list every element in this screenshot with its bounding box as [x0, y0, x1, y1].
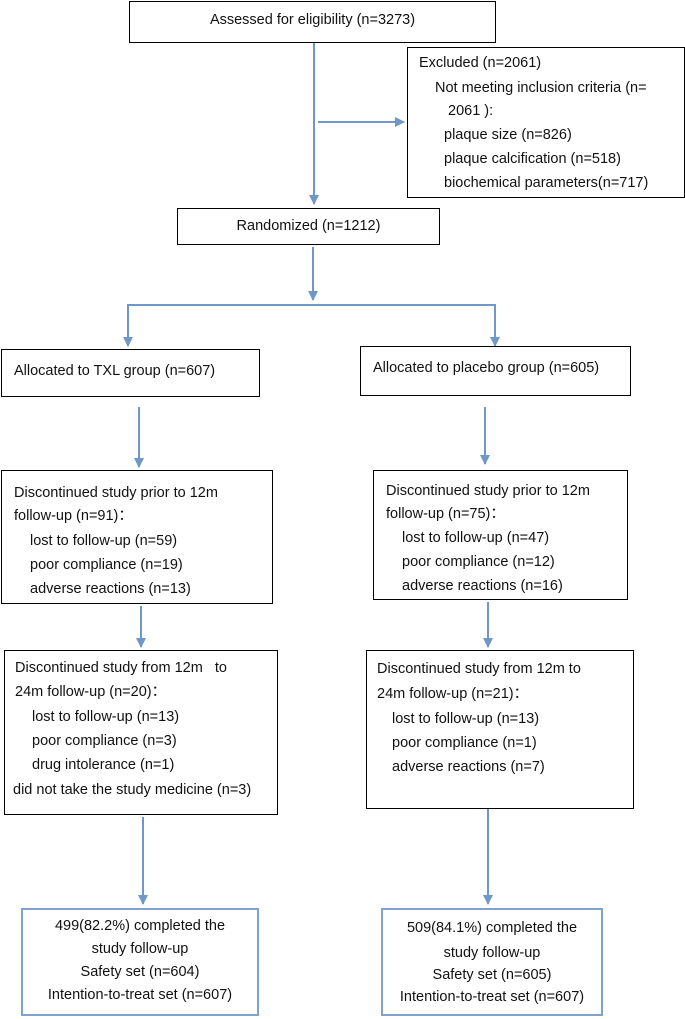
placebo-disc12-item: lost to follow-up (n=47) [402, 530, 550, 546]
txl-disc24-item: lost to follow-up (n=13) [32, 709, 180, 725]
placebo-disc24-item: poor compliance (n=1) [392, 735, 537, 751]
txl-disc12-box: Discontinued study prior to 12m follow-u… [1, 470, 273, 604]
txl-disc12-item: adverse reactions (n=13) [30, 581, 191, 597]
placebo-disc24-box: Discontinued study from 12m to 24m follo… [366, 650, 634, 809]
excluded-title: Excluded (n=2061) [419, 55, 542, 71]
placebo-disc12-line2: follow-up (n=75)： [386, 506, 505, 522]
txl-disc12-line1: Discontinued study prior to 12m [14, 485, 218, 501]
arrow-branch-placebo [313, 304, 500, 347]
excluded-item: plaque size (n=826) [444, 127, 572, 143]
placebo-disc12-item: poor compliance (n=12) [402, 554, 555, 570]
txl-allocated-label: Allocated to TXL group (n=607) [14, 363, 216, 379]
txl-disc24-item: poor compliance (n=3) [32, 733, 177, 749]
txl-completed-box: 499(82.2%) completed the study follow-up… [21, 908, 259, 1016]
assessed-label: Assessed for eligibility (n=3273) [209, 12, 416, 28]
excluded-item: plaque calcification (n=518) [444, 151, 621, 167]
txl-disc12-item: lost to follow-up (n=59) [30, 533, 178, 549]
txl-allocated-box: Allocated to TXL group (n=607) [1, 349, 260, 397]
randomized-box: Randomized (n=1212) [177, 208, 440, 245]
placebo-completed-line2: study follow-up [443, 945, 541, 961]
placebo-disc24-item: adverse reactions (n=7) [392, 759, 545, 775]
placebo-completed-line3: Safety set (n=605) [432, 967, 552, 983]
placebo-disc24-line1: Discontinued study from 12m to [377, 661, 581, 677]
placebo-completed-box: 509(84.1%) completed the study follow-up… [381, 908, 603, 1016]
placebo-disc12-box: Discontinued study prior to 12m follow-u… [373, 470, 628, 600]
txl-disc12-item: poor compliance (n=19) [30, 557, 183, 573]
txl-disc12-line2: follow-up (n=91)： [14, 508, 133, 524]
assessed-box: Assessed for eligibility (n=3273) [129, 1, 496, 43]
txl-disc24-line1: Discontinued study from 12m to [15, 660, 227, 676]
txl-disc24-extra: did not take the study medicine (n=3) [13, 782, 252, 798]
placebo-disc24-item: lost to follow-up (n=13) [392, 711, 540, 727]
placebo-allocated-box: Allocated to placebo group (n=605) [360, 346, 631, 396]
txl-disc24-line2: 24m follow-up (n=20)： [15, 684, 167, 700]
txl-disc24-item: drug intolerance (n=1) [32, 757, 175, 773]
placebo-disc12-line1: Discontinued study prior to 12m [386, 483, 590, 499]
placebo-allocated-label: Allocated to placebo group (n=605) [373, 360, 600, 376]
placebo-disc24-line2: 24m follow-up (n=21)： [377, 686, 529, 702]
excluded-criteria-line2: 2061 ): [448, 103, 494, 119]
txl-disc24-box: Discontinued study from 12m to 24m follo… [4, 650, 278, 815]
placebo-completed-line4: Intention-to-treat set (n=607) [399, 989, 585, 1005]
excluded-item: biochemical parameters(n=717) [444, 175, 649, 191]
placebo-completed-line1: 509(84.1%) completed the [406, 920, 578, 936]
txl-completed-line4: Intention-to-treat set (n=607) [47, 987, 233, 1003]
arrow-branch-txl [123, 304, 313, 347]
txl-completed-line3: Safety set (n=604) [80, 964, 200, 980]
excluded-criteria-line1: Not meeting inclusion criteria (n= [435, 80, 647, 96]
excluded-box: Excluded (n=2061) Not meeting inclusion … [407, 47, 685, 198]
txl-completed-line1: 499(82.2%) completed the [54, 918, 226, 934]
randomized-label: Randomized (n=1212) [236, 218, 381, 234]
txl-completed-line2: study follow-up [91, 941, 189, 957]
placebo-disc12-item: adverse reactions (n=16) [402, 578, 563, 594]
